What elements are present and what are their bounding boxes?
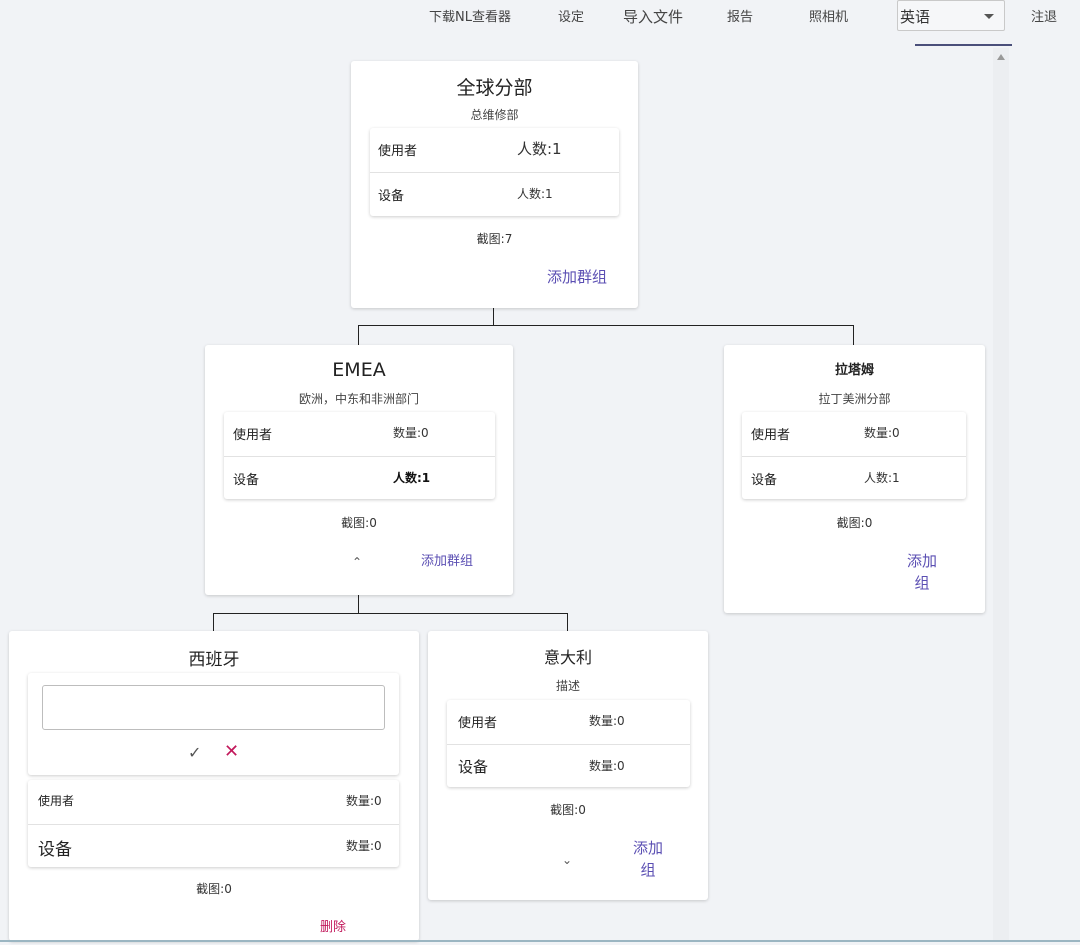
connector-line [493,308,494,325]
screenshot-count[interactable]: 截图:0 [196,882,232,896]
row-label: 使用者 [233,428,273,443]
nav-download-viewer[interactable]: 下载NL查看器 [429,10,511,25]
row-count: 人数:1 [864,471,900,485]
connector-line [213,613,568,614]
group-card-latam: 拉塔姆 拉丁美洲分部 使用者 数量:0 设备 人数:1 截图:0 添加 组 [724,345,985,613]
group-stats-table: 使用者 数量:0 设备 人数:1 [224,412,495,499]
add-group-button[interactable]: 添加群组 [547,268,608,286]
group-description: 拉丁美洲分部 [818,392,891,406]
group-stats-table: 使用者 数量:0 设备 数量:0 [447,700,690,787]
group-title: 拉塔姆 [834,363,874,378]
connector-line [358,595,359,613]
row-count: 数量:0 [346,839,382,853]
nav-logout[interactable]: 注退 [1031,10,1058,25]
group-stats-table: 使用者 数量:0 设备 人数:1 [742,412,966,499]
nav-import-file[interactable]: 导入文件 [623,8,684,26]
table-row-devices[interactable]: 设备 数量:0 [28,824,399,868]
table-row-devices[interactable]: 设备 人数:1 [742,456,966,500]
group-description: 描述 [555,679,580,693]
connector-line [358,325,854,326]
connector-line [213,613,214,631]
table-row-devices[interactable]: 设备 数量:0 [447,744,690,788]
row-label: 设备 [458,758,489,776]
connector-line [853,325,854,345]
group-title: 全球分部 [456,77,533,99]
bottom-border [0,940,1080,942]
row-count: 人数:1 [517,140,562,158]
row-label: 设备 [378,189,405,204]
check-icon[interactable]: ✓ [188,743,202,762]
table-row-users[interactable]: 使用者 数量:0 [224,412,495,455]
add-group-button[interactable]: 添加 组 [620,837,676,881]
add-group-label-line1: 添加 [906,552,937,570]
row-label: 使用者 [378,144,418,159]
add-group-button[interactable]: 添加 组 [894,550,950,594]
description-edit-panel: ✓ ✕ [28,673,399,775]
row-label: 使用者 [38,794,75,808]
dropdown-caret-icon [984,14,994,19]
group-description: 欧洲，中东和非洲部门 [298,392,419,406]
screenshot-count[interactable]: 截图:0 [341,516,377,530]
table-row-devices[interactable]: 设备 人数:1 [224,456,495,500]
language-value: 英语 [900,8,931,26]
group-card-italy: 意大利 描述 使用者 数量:0 设备 数量:0 截图:0 ⌄ 添加 组 [428,631,708,900]
description-input[interactable] [42,685,385,730]
table-row-users[interactable]: 使用者 数量:0 [447,700,690,743]
connector-line [358,325,359,345]
nav-report[interactable]: 报告 [727,10,754,25]
row-label: 设备 [38,840,72,860]
group-title: 西班牙 [188,650,240,670]
delete-button[interactable]: 删除 [320,920,347,935]
add-group-label-line2: 组 [914,574,930,592]
nav-settings[interactable]: 设定 [558,10,585,25]
table-row-users[interactable]: 使用者 人数:1 [370,128,619,171]
group-title: 意大利 [543,648,592,667]
chevron-down-icon[interactable]: ⌄ [562,853,573,867]
screenshot-count[interactable]: 截图:0 [550,803,586,817]
screenshot-count[interactable]: 截图:7 [476,232,513,246]
row-count: 数量:0 [393,426,429,440]
close-icon[interactable]: ✕ [224,741,240,762]
row-count: 数量:0 [346,794,382,808]
chevron-up-icon[interactable]: ⌃ [352,555,363,569]
top-navigation-bar: 下载NL查看器 设定 导入文件 报告 照相机 英语 注退 [0,0,1080,48]
row-label: 使用者 [458,716,498,731]
group-card-global: 全球分部 总维修部 使用者 人数:1 设备 人数:1 截图:7 添加群组 [351,61,638,308]
group-stats-table: 使用者 人数:1 设备 人数:1 [370,128,619,216]
row-count: 数量:0 [589,714,625,728]
group-description: 总维修部 [470,108,519,122]
connector-line [567,613,568,631]
row-label: 设备 [751,473,778,488]
group-title: EMEA [332,359,386,381]
scroll-up-arrow-icon[interactable] [997,54,1005,60]
add-group-button[interactable]: 添加群组 [421,554,474,569]
table-row-users[interactable]: 使用者 数量:0 [742,412,966,455]
language-underline [915,44,1012,46]
add-group-label-line1: 添加 [632,839,663,857]
group-stats-table: 使用者 数量:0 设备 数量:0 [28,780,399,867]
row-count: 人数:1 [517,187,553,201]
language-select[interactable]: 英语 [897,0,1005,31]
group-card-spain: 西班牙 ✓ ✕ 使用者 数量:0 设备 数量:0 截图:0 删除 [9,631,419,941]
row-label: 使用者 [751,428,791,443]
vertical-scrollbar[interactable] [993,48,1009,940]
screenshot-count[interactable]: 截图:0 [836,516,873,530]
table-row-devices[interactable]: 设备 人数:1 [370,172,619,216]
row-count: 人数:1 [393,471,431,485]
nav-camera[interactable]: 照相机 [809,10,849,25]
row-count: 数量:0 [864,426,900,440]
row-label: 设备 [233,473,260,488]
table-row-users[interactable]: 使用者 数量:0 [28,780,399,823]
row-count: 数量:0 [589,759,625,773]
group-card-emea: EMEA 欧洲，中东和非洲部门 使用者 数量:0 设备 人数:1 截图:0 ⌃ … [205,345,513,595]
add-group-label-line2: 组 [640,861,656,879]
